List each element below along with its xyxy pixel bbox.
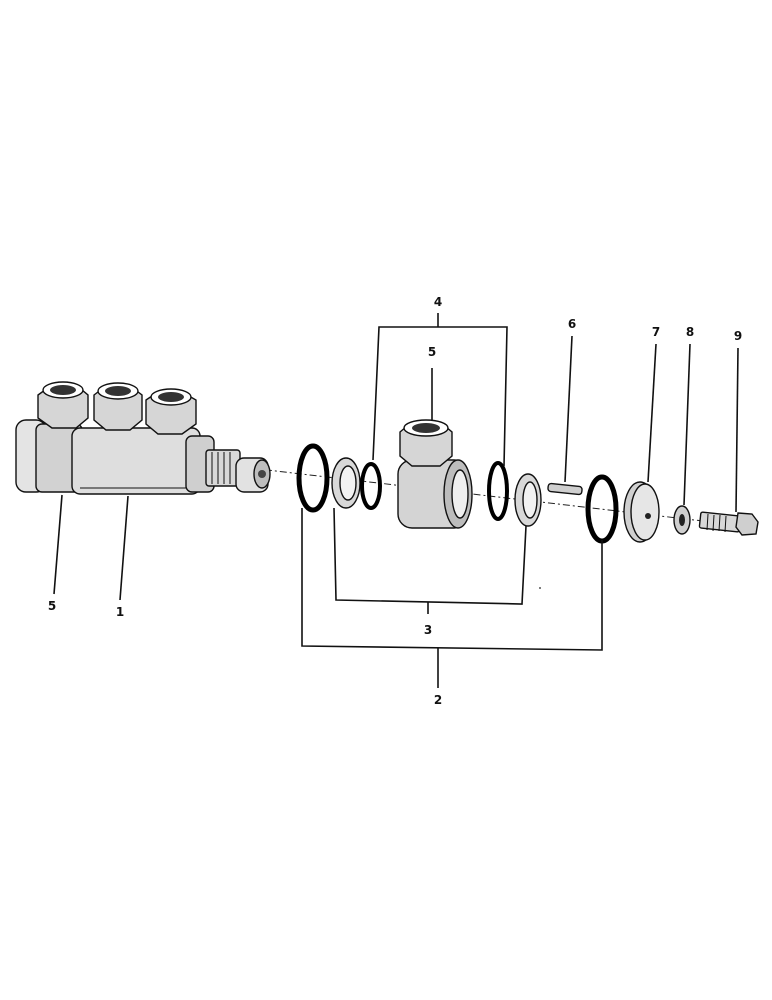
bracket-3 (333, 507, 527, 605)
end-cap (623, 481, 660, 543)
small-oring-left (360, 462, 382, 510)
pin (547, 482, 583, 496)
bolt (698, 511, 759, 536)
seat-left (331, 457, 361, 509)
callout-6: 6 (568, 317, 576, 331)
bracket-4 (372, 326, 508, 467)
hex-fitting-1 (37, 381, 89, 429)
leader-9 (735, 347, 739, 513)
bracket-2 (301, 508, 603, 651)
leader-6 (564, 335, 573, 483)
large-oring-right (585, 474, 619, 544)
callout-5-center: 5 (428, 345, 436, 359)
valve-body (15, 381, 271, 495)
callout-5-left: 5 (48, 599, 56, 613)
callout-7: 7 (652, 325, 660, 339)
callout-1: 1 (116, 605, 124, 619)
leader-8 (683, 343, 691, 506)
seat-right (514, 473, 542, 527)
large-oring-left (296, 443, 330, 513)
leader-1 (119, 495, 129, 601)
small-oring-right (487, 461, 509, 521)
callout-8: 8 (686, 325, 694, 339)
callout-3: 3 (424, 623, 432, 637)
callout-9: 9 (734, 329, 742, 343)
callout-2: 2 (434, 693, 442, 707)
hex-fitting-2 (93, 382, 143, 431)
leader-5-left (53, 494, 63, 595)
leader-7 (647, 343, 657, 483)
center-housing (397, 419, 473, 529)
callout-4: 4 (434, 295, 442, 309)
lock-washer (673, 505, 691, 535)
hex-fitting-3 (145, 388, 197, 435)
